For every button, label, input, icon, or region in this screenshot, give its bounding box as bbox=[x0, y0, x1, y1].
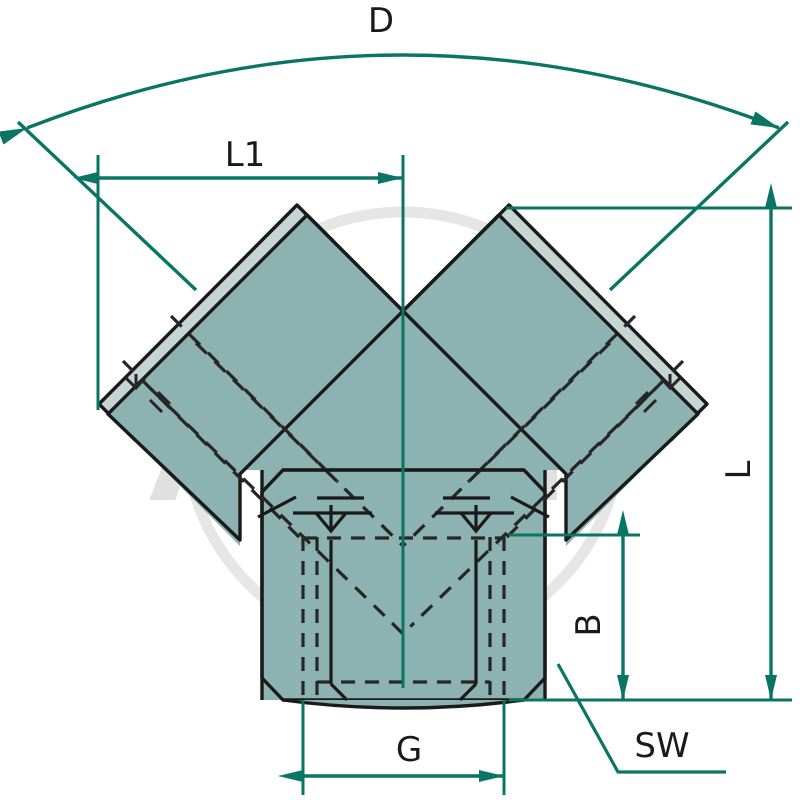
right-arm-end-detail bbox=[634, 374, 682, 414]
hidden-bore-lines bbox=[121, 314, 685, 637]
dimension-L1 bbox=[73, 155, 405, 688]
dimension-G bbox=[278, 700, 506, 795]
hex-top-detail bbox=[257, 495, 550, 534]
dimension-annotations bbox=[0, 53, 792, 795]
left-arm-end-detail bbox=[124, 374, 172, 414]
dimension-D bbox=[0, 53, 790, 292]
label-G: G bbox=[396, 730, 422, 770]
label-B: B bbox=[569, 613, 609, 636]
dimension-SW bbox=[556, 663, 726, 774]
dimension-labels: D L1 L B G SW bbox=[225, 1, 759, 770]
label-L: L bbox=[719, 460, 759, 479]
label-L1: L1 bbox=[225, 135, 266, 175]
label-SW: SW bbox=[634, 726, 689, 766]
label-D: D bbox=[368, 1, 394, 41]
dimension-B bbox=[509, 510, 640, 702]
